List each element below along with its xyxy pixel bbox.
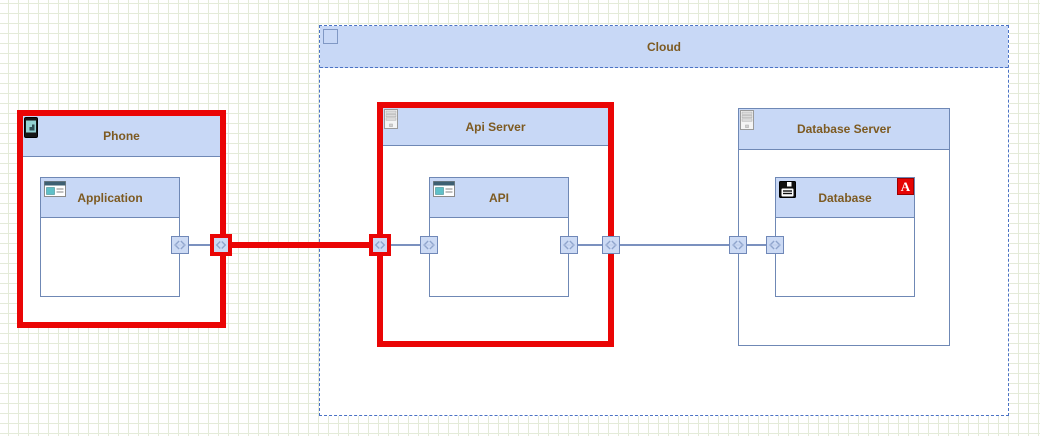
annotation-badge: A [897, 178, 914, 195]
bidirectional-arrow-icon [767, 237, 783, 253]
bidirectional-arrow-icon [214, 238, 228, 252]
port-api-server-right[interactable] [602, 236, 620, 254]
bidirectional-arrow-icon [603, 237, 619, 253]
port-api-left[interactable] [420, 236, 438, 254]
port-database-left[interactable] [766, 236, 784, 254]
port-application-right[interactable] [171, 236, 189, 254]
node-api-server-label: Api Server [465, 119, 526, 134]
cloud-label: Cloud [647, 39, 681, 54]
node-database-server-label: Database Server [796, 122, 892, 136]
window-icon [44, 181, 66, 197]
connector-api-server-to-database-server[interactable] [611, 244, 738, 246]
port-api-server-left-selected[interactable] [369, 234, 391, 256]
server-icon [740, 110, 754, 130]
port-database-server-left[interactable] [729, 236, 747, 254]
node-database-server-header[interactable]: Database Server [739, 109, 949, 150]
bidirectional-arrow-icon [421, 237, 437, 253]
smartphone-icon [24, 117, 38, 138]
port-phone-border-selected[interactable] [210, 234, 232, 256]
node-phone-label: Phone [103, 129, 140, 143]
connector-phone-to-api-server-selected[interactable] [221, 242, 380, 248]
component-api-label: API [488, 190, 509, 205]
window-icon [433, 181, 455, 197]
component-application-header[interactable]: Application [41, 178, 179, 218]
bidirectional-arrow-icon [730, 237, 746, 253]
connector-api-server-port-to-api[interactable] [380, 244, 429, 246]
cloud-header[interactable]: Cloud [320, 26, 1008, 68]
node-phone-header[interactable]: Phone [23, 116, 220, 157]
component-database-label: Database [818, 190, 872, 205]
component-api[interactable]: API [429, 177, 569, 297]
port-api-right[interactable] [560, 236, 578, 254]
component-api-header[interactable]: API [430, 178, 568, 218]
component-application[interactable]: Application [40, 177, 180, 297]
server-icon [384, 109, 398, 129]
connector-application-to-phone-port[interactable] [180, 244, 221, 246]
connector-api-to-api-server-port[interactable] [569, 244, 611, 246]
bidirectional-arrow-icon [373, 238, 387, 252]
bidirectional-arrow-icon [172, 237, 188, 253]
square-icon [323, 29, 338, 44]
bidirectional-arrow-icon [561, 237, 577, 253]
component-database-header[interactable]: Database A [776, 178, 914, 218]
floppy-disk-icon [779, 181, 796, 198]
node-api-server-header[interactable]: Api Server [383, 108, 608, 146]
component-application-label: Application [77, 190, 143, 205]
component-database[interactable]: Database A [775, 177, 915, 297]
connector-database-server-port-to-database[interactable] [738, 244, 775, 246]
